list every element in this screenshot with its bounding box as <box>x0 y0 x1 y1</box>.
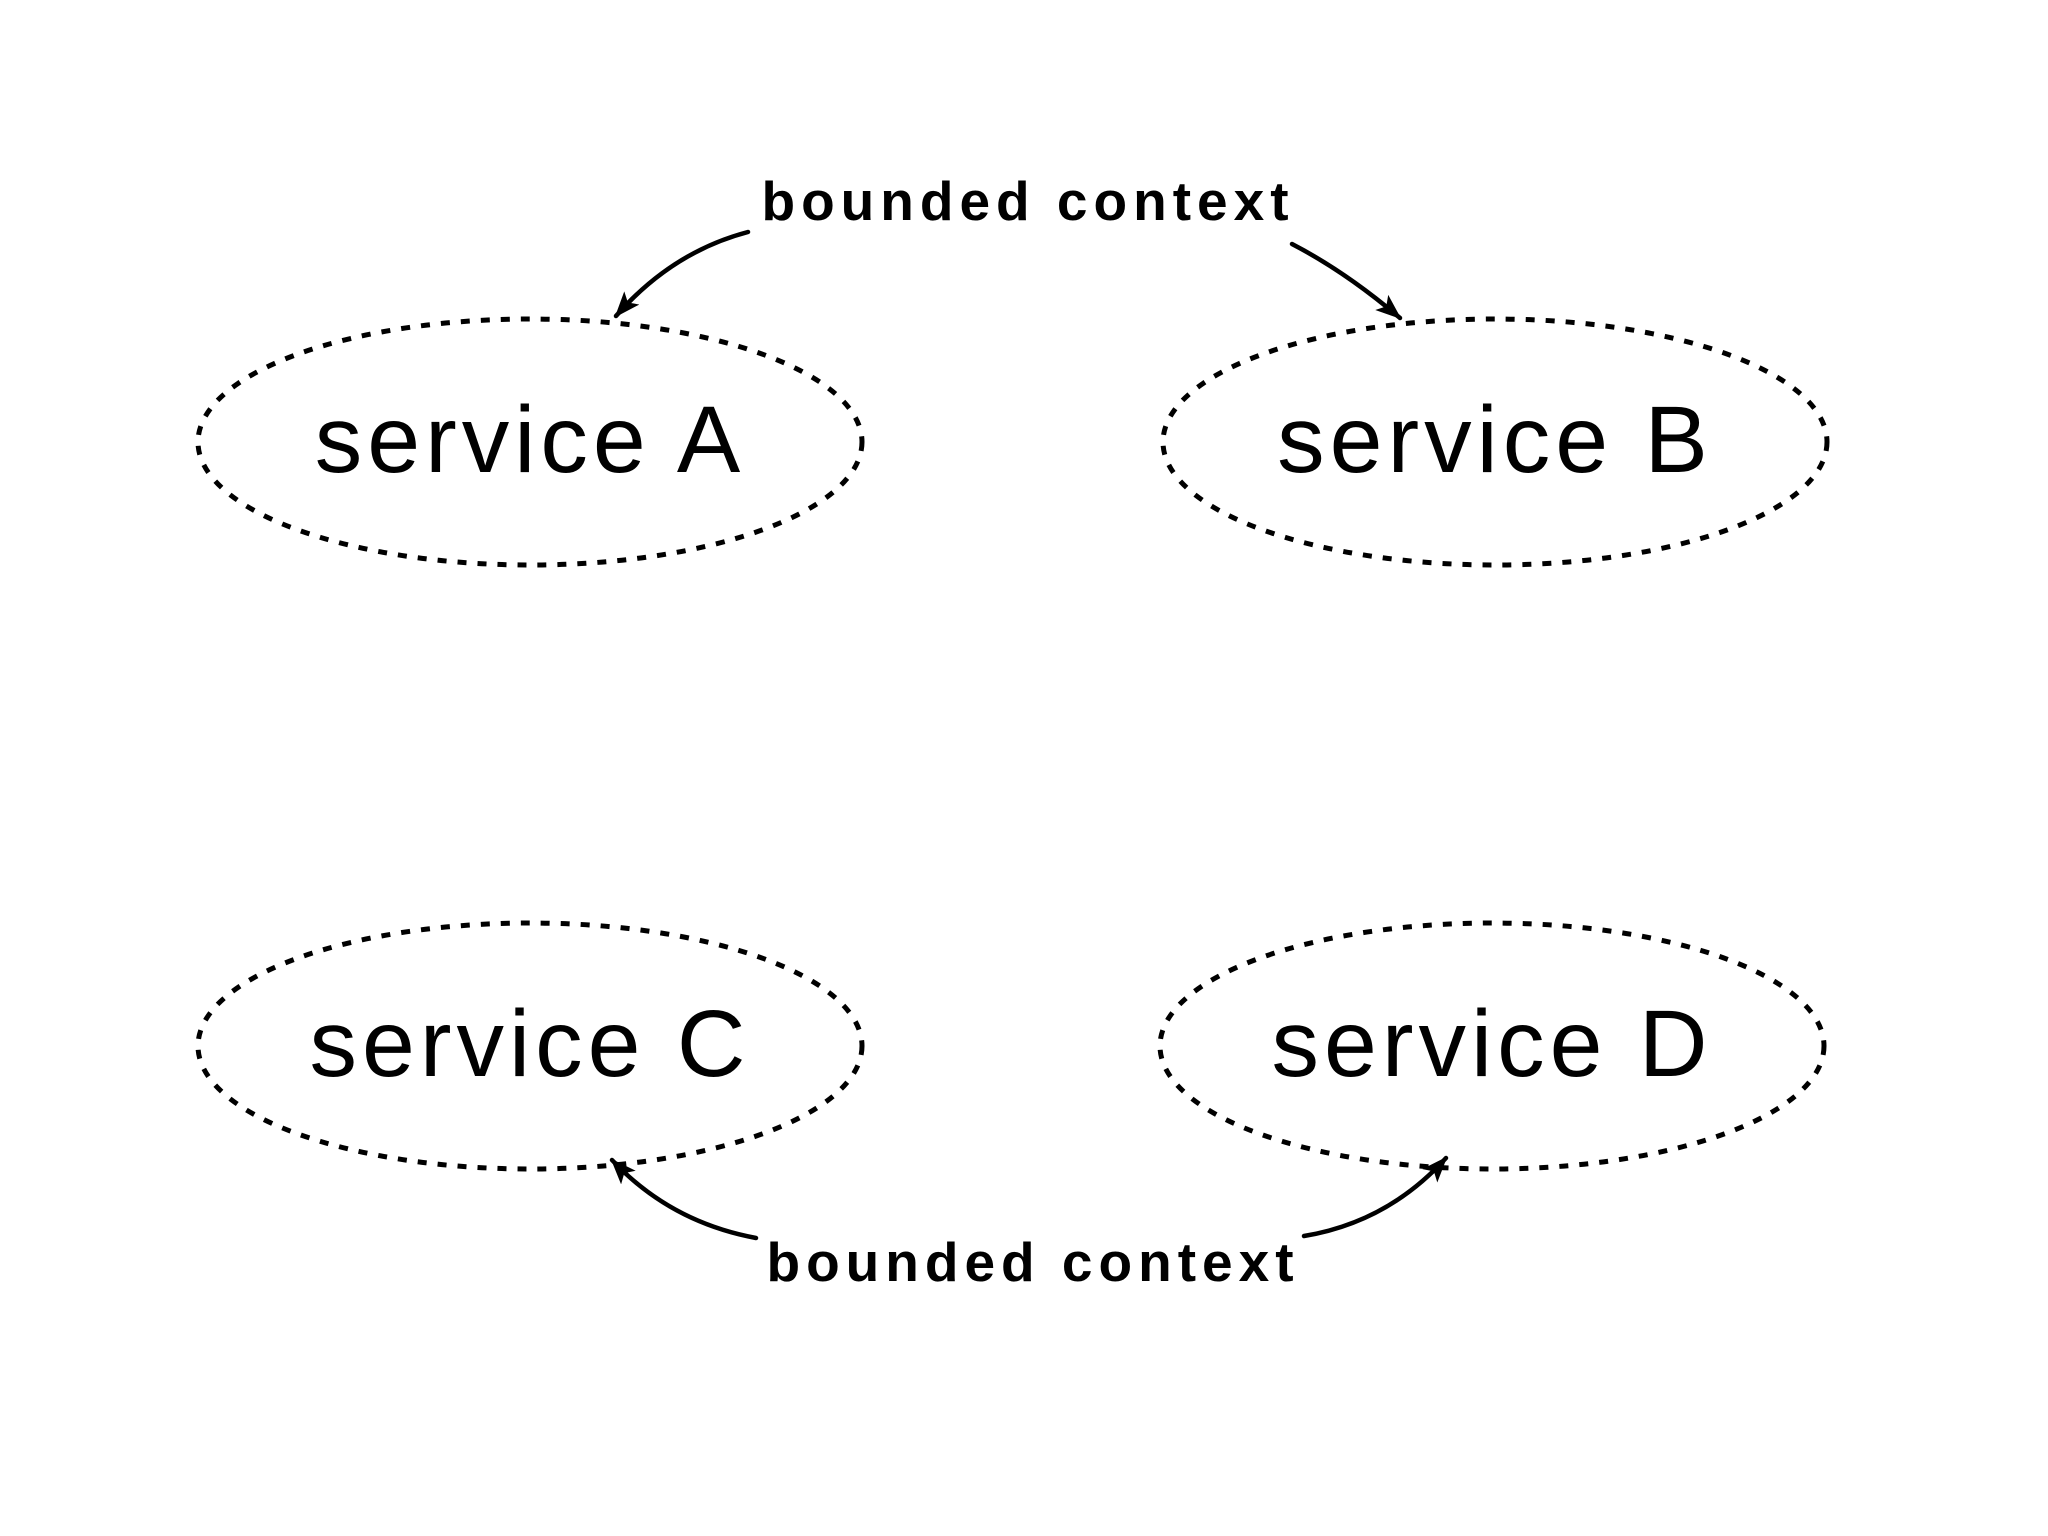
bounded-context-label-top: bounded context <box>761 170 1294 232</box>
arrow-top-right <box>1289 241 1403 321</box>
service-c-label: service C <box>310 991 751 1097</box>
arrow-top-left <box>613 229 751 319</box>
service-b-label: service B <box>1277 387 1713 493</box>
service-a-label: service A <box>315 387 745 493</box>
service-a-ellipse <box>195 316 865 568</box>
service-b-ellipse <box>1160 316 1830 568</box>
arrow-bottom-right <box>1301 1155 1449 1239</box>
service-d-label: service D <box>1272 991 1713 1097</box>
bounded-context-label-bottom: bounded context <box>766 1231 1299 1293</box>
service-c-ellipse <box>195 920 865 1172</box>
arrow-bottom-left <box>609 1157 759 1241</box>
service-d-ellipse <box>1157 920 1827 1172</box>
